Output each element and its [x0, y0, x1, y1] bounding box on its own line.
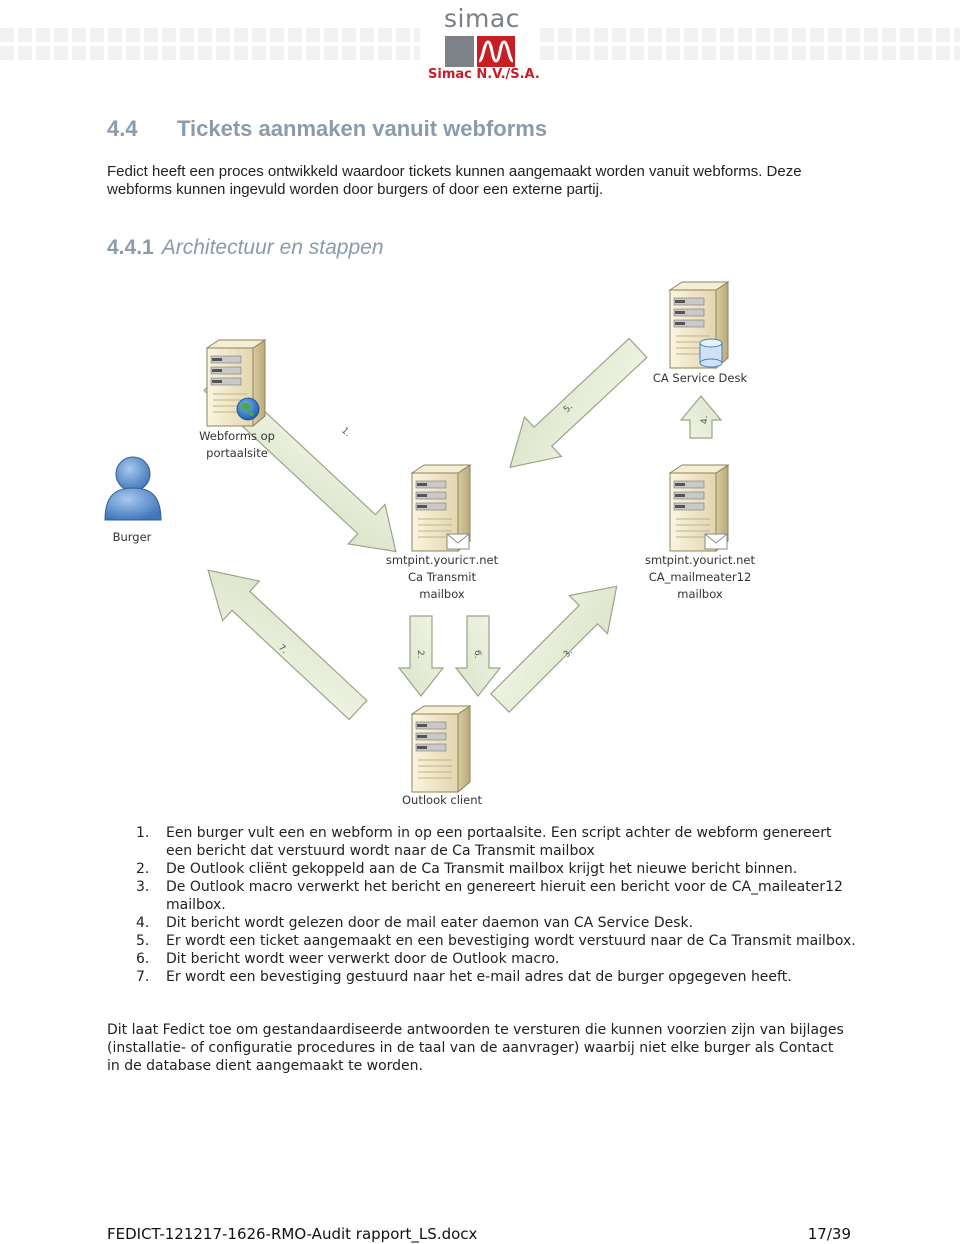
arrow-7: 7.	[207, 569, 368, 721]
steps-list: 1. Een burger vult een en webform in op e…	[136, 824, 856, 986]
smtp-right-label-2: CA_mailmeater12	[649, 570, 752, 584]
envelope-icon	[446, 533, 470, 550]
step-number: 2.	[136, 861, 150, 877]
step-number: 4.	[136, 915, 150, 931]
smtp-mailmeater-server: smtpint.yourict.net CA_mailmeater12 mail…	[645, 464, 756, 601]
intro-paragraph: Fedict heeft een proces ontwikkeld waard…	[107, 163, 802, 198]
closing-paragraph: Dit laat Fedict toe om gestandaardiseerd…	[107, 1022, 844, 1074]
smtp-ca-transmit-server: smtpint.youricт.net Ca Transmit mailbox	[386, 464, 499, 601]
smtp-left-label-2: Ca Transmit	[408, 570, 477, 584]
step-text: Er wordt een ticket aangemaakt en een be…	[166, 933, 856, 949]
logo-grey-square	[445, 36, 474, 67]
arrow-1-label: 1.	[339, 426, 352, 439]
step-number: 6.	[136, 951, 150, 967]
arrow-6-label: 6.	[472, 650, 482, 659]
ca-service-desk-server: CA Service Desk	[653, 281, 748, 385]
webforms-label-2: portaalsite	[206, 446, 268, 460]
logo-subtitle: Simac N.V./S.A.	[428, 67, 540, 82]
step-text: De Outlook cliënt gekoppeld aan de Ca Tr…	[166, 861, 798, 877]
subsection-heading: 4.4.1 Architectuur en stappen	[107, 236, 384, 260]
list-item: 5. Er wordt een ticket aangemaakt en een …	[136, 932, 856, 950]
footer-document-name: FEDICT-121217-1626-RMO-Audit rapport_LS.…	[107, 1225, 478, 1243]
outlook-client-server: Outlook client	[402, 705, 483, 807]
list-item: 3. De Outlook macro verwerkt het bericht …	[136, 878, 856, 914]
smtp-left-label-3: mailbox	[419, 587, 465, 601]
list-item: 7. Er wordt een bevestiging gestuurd naar…	[136, 968, 856, 986]
arrow-4: 4.	[679, 395, 723, 439]
section-heading: 4.4 Tickets aanmaken vanuit webforms	[107, 116, 547, 142]
step-text: Een burger vult een en webform in op een…	[166, 825, 832, 859]
section-number: 4.4	[107, 116, 138, 141]
arrow-2: 2.	[397, 615, 445, 697]
burger-label: Burger	[113, 530, 152, 544]
database-icon	[699, 338, 723, 368]
subsection-number: 4.4.1	[107, 236, 154, 259]
list-item: 1. Een burger vult een en webform in op e…	[136, 824, 856, 860]
logo-word: simac	[444, 4, 520, 33]
step-text: Dit bericht wordt gelezen door de mail e…	[166, 915, 694, 931]
smtp-right-label-1: smtpint.yourict.net	[645, 553, 756, 567]
arrow-4-label: 4.	[700, 415, 710, 424]
architecture-diagram: 1. 5. 4. 7. 2. 6. 3.	[95, 278, 795, 813]
list-item: 2. De Outlook cliënt gekoppeld aan de Ca …	[136, 860, 856, 878]
server-icon	[411, 705, 471, 793]
list-item: 6. Dit bericht wordt weer verwerkt door d…	[136, 950, 856, 968]
step-number: 7.	[136, 969, 150, 985]
arrow-6: 6.	[454, 615, 502, 697]
section-title: Tickets aanmaken vanuit webforms	[177, 116, 548, 141]
step-number: 3.	[136, 879, 150, 895]
step-text: Dit bericht wordt weer verwerkt door de …	[166, 951, 560, 967]
step-text: De Outlook macro verwerkt het bericht en…	[166, 879, 843, 913]
smtp-right-label-3: mailbox	[677, 587, 723, 601]
globe-icon	[236, 397, 260, 421]
arrow-3: 3.	[489, 585, 618, 714]
webforms-label-1: Webforms op	[199, 429, 275, 443]
simac-logo: simac Simac N.V./S.A.	[420, 4, 540, 86]
arrow-5: 5.	[509, 337, 648, 469]
envelope-icon	[704, 533, 728, 550]
person-icon: Burger	[104, 456, 162, 544]
list-item: 4. Dit bericht wordt gelezen door de mail…	[136, 914, 856, 932]
logo-red-square	[477, 36, 515, 67]
step-number: 5.	[136, 933, 150, 949]
outlook-client-label: Outlook client	[402, 793, 483, 807]
arrow-2-label: 2.	[415, 650, 425, 659]
step-text: Er wordt een bevestiging gestuurd naar h…	[166, 969, 792, 985]
smtp-left-label-1: smtpint.youricт.net	[386, 553, 499, 567]
subsection-title: Architectuur en stappen	[161, 236, 384, 259]
footer-page-number: 17/39	[807, 1225, 851, 1243]
webforms-server: Webforms op portaalsite	[199, 339, 275, 460]
step-number: 1.	[136, 825, 150, 841]
ca-service-desk-label: CA Service Desk	[653, 371, 748, 385]
